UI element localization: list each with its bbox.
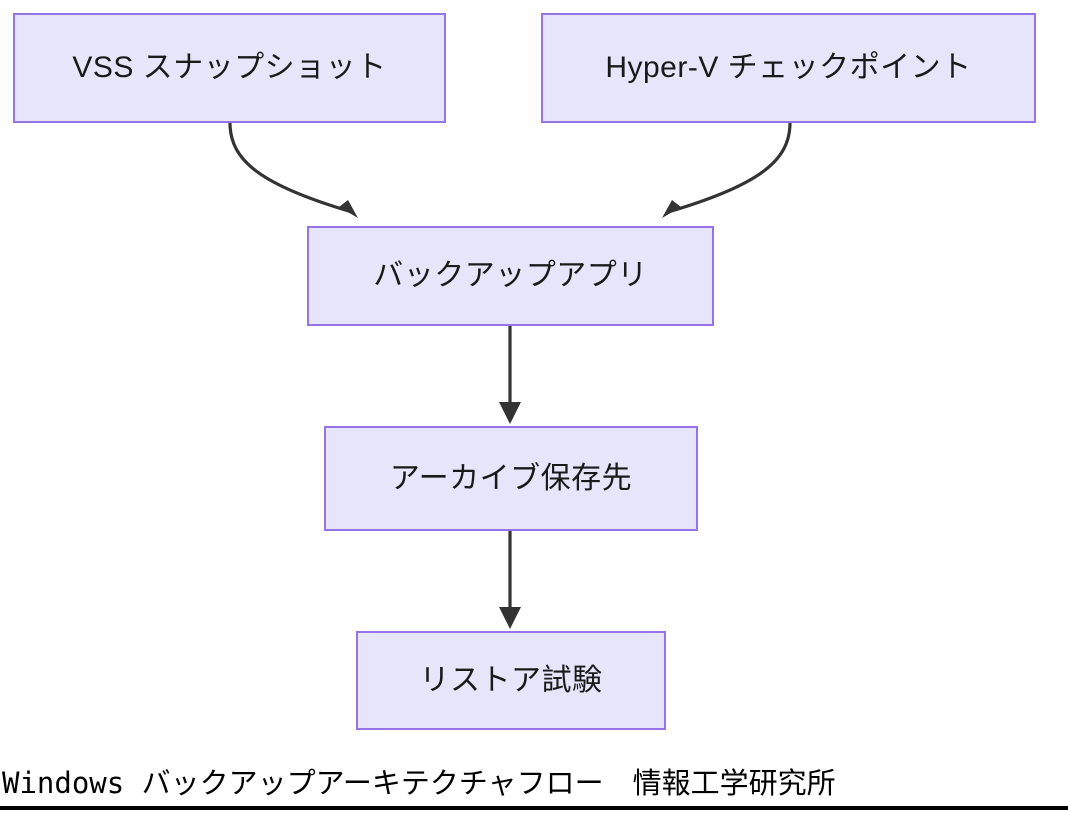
edge-backup-to-archive	[499, 326, 521, 424]
node-archive-destination[interactable]: アーカイブ保存先	[324, 426, 698, 531]
node-vss-snapshot-label: VSS スナップショット	[72, 51, 387, 84]
node-restore-test[interactable]: リストア試験	[356, 631, 666, 730]
node-hyperv-checkpoint[interactable]: Hyper-V チェックポイント	[541, 13, 1036, 123]
node-hyperv-checkpoint-label: Hyper-V チェックポイント	[605, 51, 972, 84]
node-restore-test-label: リストア試験	[419, 663, 603, 697]
edge-hyperv-to-backup	[662, 121, 792, 218]
node-vss-snapshot[interactable]: VSS スナップショット	[13, 13, 446, 123]
diagram-caption: Windows バックアップアーキテクチャフロー 情報工学研究所	[0, 766, 1068, 811]
edge-vss-to-backup	[228, 121, 358, 218]
node-backup-app[interactable]: バックアップアプリ	[307, 226, 714, 326]
edge-archive-to-restore	[499, 531, 521, 629]
node-backup-app-label: バックアップアプリ	[373, 259, 648, 292]
node-archive-destination-label: アーカイブ保存先	[389, 461, 633, 495]
